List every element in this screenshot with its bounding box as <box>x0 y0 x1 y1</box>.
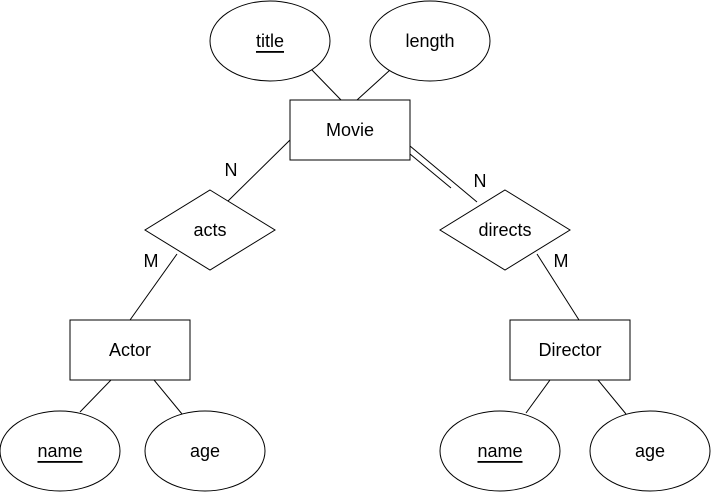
attribute-director-name: name <box>439 410 561 492</box>
entity-actor: Actor <box>69 319 191 381</box>
edge-directs-director <box>536 253 580 321</box>
entity-movie: Movie <box>289 99 411 161</box>
entity-label: Movie <box>326 120 374 140</box>
attribute-director-age: age <box>589 410 711 492</box>
attribute-actor-name: name <box>0 410 121 492</box>
relationship-directs: directs <box>439 189 571 271</box>
edge-actor-name <box>79 379 112 413</box>
edge-acts-actor <box>129 253 178 321</box>
entity-director: Director <box>509 319 631 381</box>
cardinality-directs-movie: N <box>474 171 487 191</box>
connectors <box>79 67 627 415</box>
attribute-actor-age: age <box>144 410 266 492</box>
relationship-acts: acts <box>144 189 276 271</box>
cardinality-acts-movie: N <box>225 160 238 180</box>
edge-movie-directs-line1 <box>409 145 478 203</box>
edge-actor-age <box>153 379 183 415</box>
attribute-label: name <box>37 441 82 461</box>
cardinality-directs-director: M <box>554 251 569 271</box>
entity-label: Director <box>538 340 601 360</box>
relationship-label: directs <box>478 220 531 240</box>
cardinality-acts-actor: M <box>144 251 159 271</box>
edge-movie-acts <box>226 139 291 203</box>
attribute-label: length <box>405 31 454 51</box>
edge-movie-directs-line2 <box>409 153 452 189</box>
attribute-label: name <box>477 441 522 461</box>
attribute-label: title <box>256 31 284 51</box>
edge-length-movie <box>356 69 391 101</box>
attribute-label: age <box>190 441 220 461</box>
attribute-movie-title: title <box>209 0 331 82</box>
attribute-movie-length: length <box>369 0 491 82</box>
entity-label: Actor <box>109 340 151 360</box>
attribute-label: age <box>635 441 665 461</box>
edge-director-name <box>525 379 551 414</box>
edge-director-age <box>597 379 627 415</box>
edge-title-movie <box>309 67 342 101</box>
relationship-label: acts <box>193 220 226 240</box>
